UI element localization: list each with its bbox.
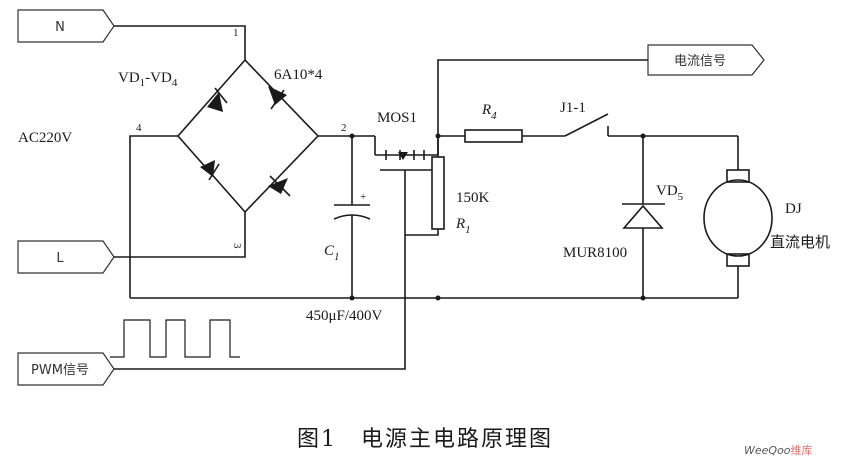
vd5-label: VD5 — [656, 183, 684, 203]
motor-desc: 直流电机 — [770, 233, 830, 251]
port-l: L — [17, 240, 115, 274]
port-l-label: L — [56, 251, 64, 266]
wire-l — [114, 212, 246, 258]
bridge-diamond — [176, 58, 320, 214]
port-pwm: PWM信号 — [17, 352, 115, 386]
resistor-r4 — [464, 129, 523, 143]
watermark: WeeQoo维库 — [744, 444, 813, 457]
svg-text:VD1-VD4: VD1-VD4 — [118, 70, 178, 89]
node-3: 3 — [231, 243, 243, 249]
capacitor-c1: + — [333, 136, 371, 298]
port-current: 电流信号 — [647, 44, 765, 76]
node-1: 1 — [233, 27, 239, 39]
port-n: N — [17, 9, 115, 43]
wire-pwm — [114, 368, 406, 370]
node-2: 2 — [341, 122, 347, 134]
figure-caption: 图1 电源主电路原理图 — [297, 427, 553, 452]
bridge-diode-3 — [200, 160, 220, 181]
bridge-diode-4 — [268, 175, 291, 197]
bridge-diode-1 — [207, 87, 228, 112]
bridge-diode-2 — [268, 86, 287, 110]
capacitor-label: C1 — [324, 243, 340, 263]
motor-name: DJ — [785, 201, 802, 217]
pwm-waveform — [110, 319, 240, 358]
wire-n — [114, 25, 246, 60]
ac-input-label: AC220V — [18, 130, 72, 146]
junction-r1-bottom — [435, 295, 441, 301]
wire-node4 — [129, 135, 178, 298]
svg-text:R4: R4 — [481, 102, 497, 122]
mosfet-label: MOS1 — [377, 110, 417, 126]
svg-text:C1: C1 — [324, 243, 340, 263]
resistor-r1 — [431, 156, 445, 230]
port-current-label: 电流信号 — [674, 54, 726, 69]
svg-text:VD5: VD5 — [656, 183, 684, 203]
diode-rating: 6A10*4 — [274, 67, 323, 83]
mosfet — [374, 136, 439, 368]
bridge-name: VD1-VD4 — [118, 70, 178, 89]
node-4: 4 — [136, 122, 142, 134]
wire-current-signal — [437, 59, 648, 136]
dc-motor — [703, 136, 773, 298]
r1-value: 150K — [456, 190, 490, 206]
r4-label: R4 — [481, 102, 497, 122]
svg-text:+: + — [360, 191, 366, 203]
port-n-label: N — [55, 20, 65, 35]
capacitor-value: 450μF/400V — [306, 308, 383, 324]
svg-text:WeeQoo维库: WeeQoo维库 — [744, 444, 813, 457]
relay-contact — [564, 113, 738, 137]
svg-text:R1: R1 — [455, 216, 471, 236]
port-pwm-label: PWM信号 — [31, 363, 89, 378]
r1-label: R1 — [455, 216, 471, 236]
mur-label: MUR8100 — [563, 245, 627, 261]
relay-label: J1-1 — [560, 100, 586, 116]
diode-vd5 — [622, 136, 665, 298]
